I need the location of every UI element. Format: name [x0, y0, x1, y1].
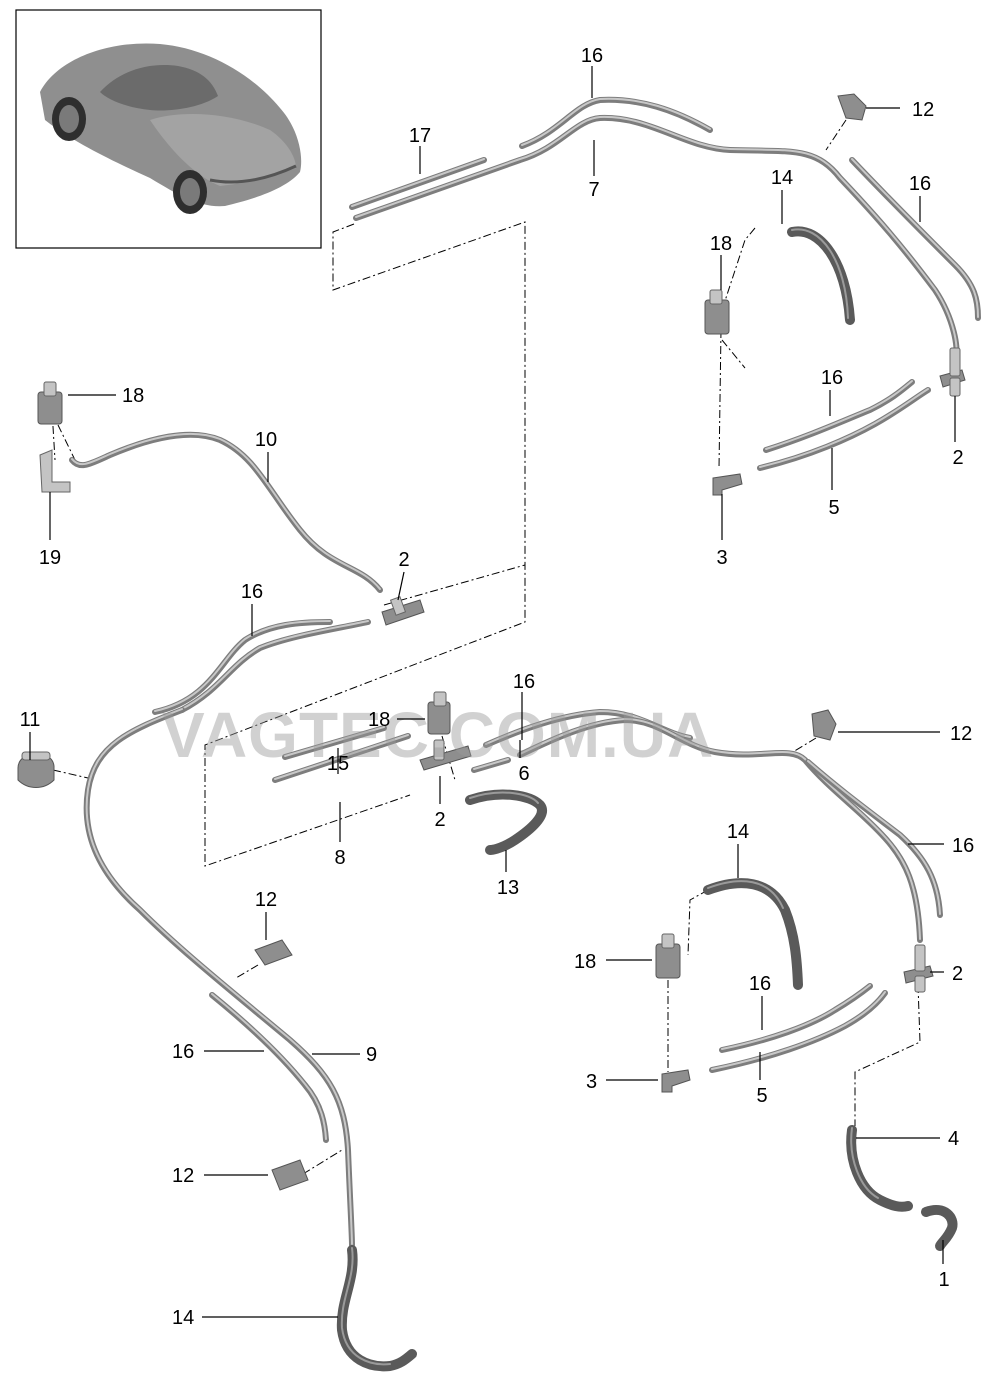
callout-2: 2 — [952, 447, 963, 469]
vehicle-thumbnail — [15, 9, 322, 249]
callout-2: 2 — [434, 809, 445, 831]
tee-2e — [903, 944, 934, 993]
callout-3: 3 — [716, 547, 727, 569]
assembly-lines — [51, 119, 921, 1175]
callout-1: 1 — [938, 1269, 949, 1291]
valve-18b — [37, 381, 63, 425]
callout-12: 12 — [950, 723, 972, 745]
callout-16: 16 — [172, 1041, 194, 1063]
callout-16: 16 — [581, 45, 603, 67]
callouts: 16 17 7 12 14 16 18 18 10 19 2 16 2 5 3 … — [20, 45, 975, 1329]
callout-18: 18 — [574, 951, 596, 973]
callout-16: 16 — [241, 581, 263, 603]
callout-6: 6 — [518, 763, 529, 785]
leader-lines — [29, 66, 956, 1318]
callout-19: 19 — [39, 547, 61, 569]
callout-5: 5 — [756, 1085, 767, 1107]
callout-12: 12 — [912, 99, 934, 121]
tee-2a — [381, 596, 425, 626]
callout-16: 16 — [952, 835, 974, 857]
callout-15: 15 — [327, 753, 349, 775]
callout-12: 12 — [172, 1165, 194, 1187]
valve-18d — [655, 933, 681, 979]
callout-12: 12 — [255, 889, 277, 911]
callout-16: 16 — [513, 671, 535, 693]
hose-group-top — [349, 96, 981, 471]
clip-12d — [271, 1159, 309, 1191]
clip-12a — [837, 93, 867, 121]
callout-11: 11 — [20, 709, 41, 731]
callout-4: 4 — [948, 1128, 959, 1150]
callout-14: 14 — [771, 167, 793, 189]
hose-group-left — [69, 431, 958, 1372]
callout-16: 16 — [821, 367, 843, 389]
callout-16: 16 — [749, 973, 771, 995]
callout-10: 10 — [255, 429, 277, 451]
clip-12c — [254, 939, 293, 966]
callout-9: 9 — [366, 1044, 377, 1066]
callout-16: 16 — [909, 173, 931, 195]
callout-8: 8 — [334, 847, 345, 869]
callout-18: 18 — [122, 385, 144, 407]
elbow-3a — [712, 473, 743, 496]
tee-2b — [939, 347, 966, 397]
bracket-19 — [39, 449, 71, 493]
callout-5: 5 — [828, 497, 839, 519]
callout-18: 18 — [368, 709, 390, 731]
callout-14: 14 — [172, 1307, 194, 1329]
valve-18c — [427, 691, 451, 735]
callout-13: 13 — [497, 877, 519, 899]
clip-12b — [811, 709, 837, 741]
clamp-11 — [17, 751, 55, 788]
callout-3: 3 — [586, 1071, 597, 1093]
tee-2d — [419, 739, 472, 771]
callout-17: 17 — [409, 125, 431, 147]
callout-18: 18 — [710, 233, 732, 255]
watermark: VAGTEC.COM.UA — [162, 699, 714, 771]
valve-18a — [704, 289, 730, 335]
callout-2: 2 — [398, 549, 409, 571]
elbow-3b — [661, 1069, 691, 1093]
callout-7: 7 — [588, 179, 599, 201]
callout-2: 2 — [952, 963, 963, 985]
callout-14: 14 — [727, 821, 749, 843]
